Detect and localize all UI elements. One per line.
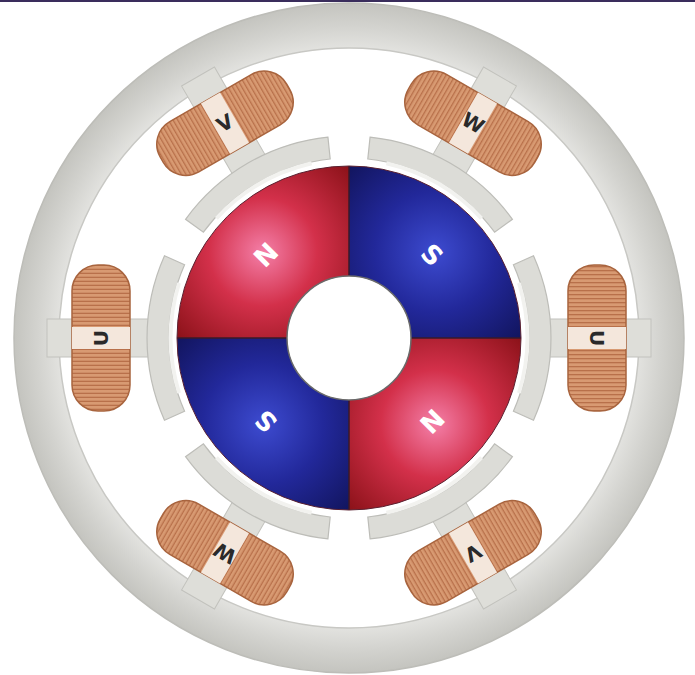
stator-tooth-coil: [47, 256, 185, 420]
rotor-shaft-hole: [287, 276, 411, 400]
stator: [14, 3, 684, 673]
rotor: [177, 166, 521, 510]
rotor-rim: [177, 166, 521, 510]
stator-back-iron: [14, 3, 684, 673]
phase-coil-label: U: [587, 330, 607, 346]
top-border: [0, 0, 695, 2]
phase-coil-label: U: [91, 330, 111, 346]
stator-tooth-coil: [513, 256, 651, 420]
